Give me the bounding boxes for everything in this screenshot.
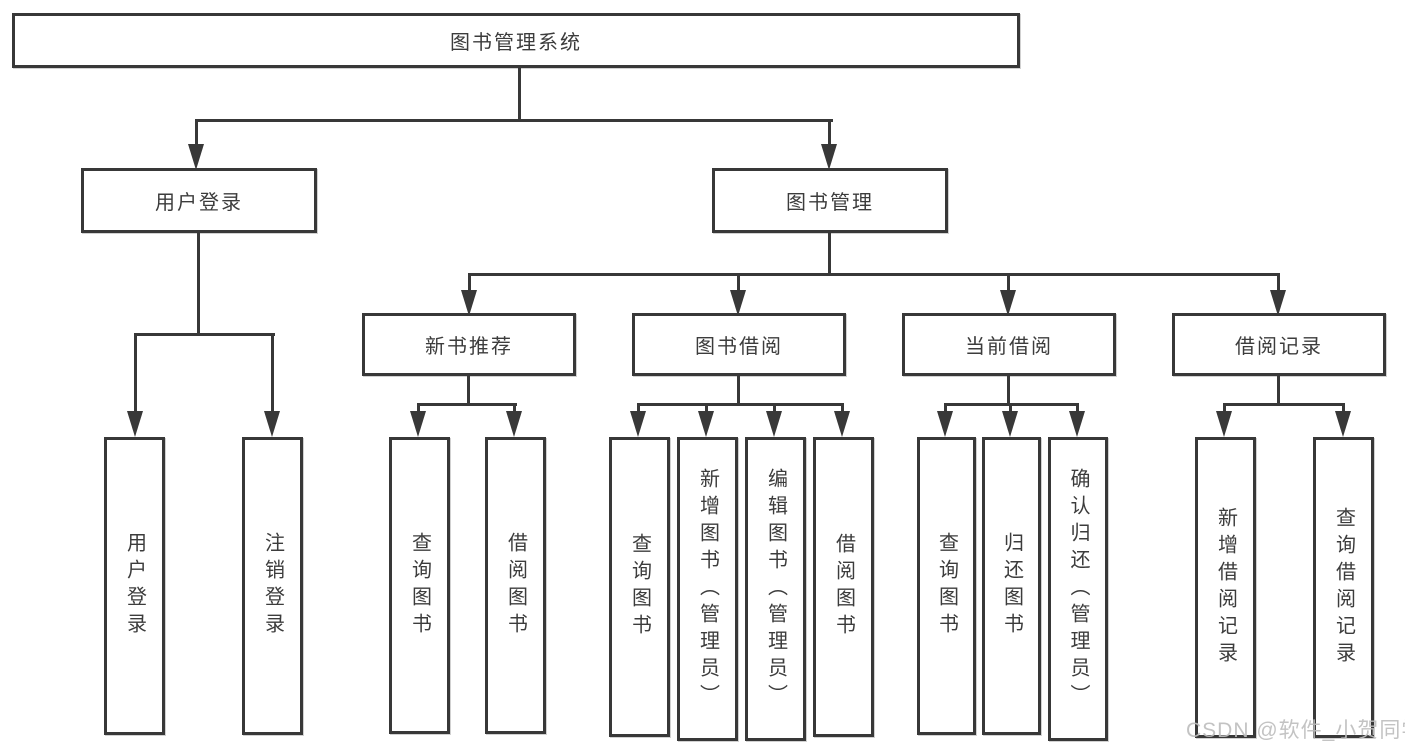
arrow-down-icon	[410, 411, 426, 437]
connector-borrow-stem	[737, 376, 740, 406]
arrow-down-icon	[188, 144, 204, 170]
node-label: 新增图书（管理员）	[696, 467, 719, 711]
node-borrow-records: 借阅记录	[1172, 313, 1386, 376]
connector-drop-login	[134, 333, 137, 411]
connector-drop	[944, 403, 947, 413]
connector-drop-borrow	[737, 273, 740, 291]
connector-drop	[841, 403, 844, 413]
connector-bookmgmt-stem	[828, 233, 831, 275]
connector-drop	[773, 403, 776, 413]
node-return-books: 归还图书	[982, 437, 1041, 735]
csdn-watermark: CSDN @软件_小贺同学	[1186, 719, 1405, 742]
arrow-down-icon	[698, 411, 714, 437]
connector-drop-current	[1007, 273, 1010, 291]
arrow-down-icon	[1335, 411, 1351, 437]
arrow-down-icon	[834, 411, 850, 437]
node-user-login-action: 用户登录	[104, 437, 165, 735]
node-library-management-system: 图书管理系统	[12, 13, 1020, 68]
arrow-down-icon	[1270, 290, 1286, 316]
connector-rec-rail	[417, 403, 517, 406]
connector-drop-book-mgmt	[828, 119, 831, 147]
node-label: 查询借阅记录	[1332, 506, 1355, 669]
node-confirm-return-admin: 确认归还（管理员）	[1048, 437, 1108, 741]
arrow-down-icon	[506, 411, 522, 437]
node-label: 用户登录	[155, 192, 243, 214]
arrow-down-icon	[937, 411, 953, 437]
connector-drop-logout	[271, 333, 274, 411]
connector-record-rail	[1223, 403, 1345, 406]
node-label: 查询图书	[628, 533, 651, 641]
node-rec-query-books: 查询图书	[389, 437, 450, 734]
connector-drop	[637, 403, 640, 413]
arrow-down-icon	[766, 411, 782, 437]
node-label: 借阅图书	[504, 531, 527, 640]
node-book-borrowing: 图书借阅	[632, 313, 846, 376]
arrow-down-icon	[630, 411, 646, 437]
connector-rec-stem	[467, 376, 470, 406]
connector-drop	[1223, 403, 1226, 413]
connector-drop	[1342, 403, 1345, 413]
connector-drop	[1009, 403, 1012, 413]
node-add-books-admin: 新增图书（管理员）	[677, 437, 738, 741]
node-new-book-recommend: 新书推荐	[362, 313, 576, 376]
node-current-query-books: 查询图书	[917, 437, 976, 735]
connector-record-stem	[1277, 376, 1280, 406]
node-book-management: 图书管理	[712, 168, 948, 233]
node-label: 图书管理系统	[450, 32, 582, 54]
connector-current-stem	[1007, 376, 1010, 406]
node-label: 新书推荐	[425, 336, 513, 358]
node-borrow-books: 借阅图书	[813, 437, 874, 737]
arrow-down-icon	[730, 290, 746, 316]
node-edit-books-admin: 编辑图书（管理员）	[745, 437, 806, 741]
node-label: 归还图书	[1000, 532, 1023, 640]
arrow-down-icon	[821, 144, 837, 170]
arrow-down-icon	[127, 411, 143, 437]
node-label: 新增借阅记录	[1214, 506, 1237, 669]
node-label: 当前借阅	[965, 336, 1053, 358]
arrow-down-icon	[1216, 411, 1232, 437]
connector-userlogin-rail	[134, 333, 275, 336]
node-label: 图书管理	[786, 192, 874, 214]
connector-borrow-rail	[637, 403, 844, 406]
connector-drop-record	[1277, 273, 1280, 291]
arrow-down-icon	[1069, 411, 1085, 437]
node-label: 借阅记录	[1235, 336, 1323, 358]
arrow-down-icon	[264, 411, 280, 437]
node-label: 编辑图书（管理员）	[764, 467, 787, 711]
arrow-down-icon	[1002, 411, 1018, 437]
node-label: 图书借阅	[695, 336, 783, 358]
connector-root-rail	[195, 119, 833, 122]
connector-drop-rec	[468, 273, 471, 291]
node-label: 确认归还（管理员）	[1067, 467, 1089, 711]
connector-drop	[1076, 403, 1079, 413]
node-current-borrowing: 当前借阅	[902, 313, 1116, 376]
node-user-login: 用户登录	[81, 168, 317, 233]
node-label: 查询图书	[408, 531, 431, 640]
connector-drop-user-login	[195, 119, 198, 147]
connector-root-stem	[518, 68, 521, 122]
connector-drop	[705, 403, 708, 413]
connector-userlogin-stem	[197, 233, 200, 336]
node-label: 借阅图书	[832, 533, 855, 641]
node-query-borrow-record: 查询借阅记录	[1313, 437, 1374, 738]
node-label: 用户登录	[123, 532, 146, 640]
node-add-borrow-record: 新增借阅记录	[1195, 437, 1256, 738]
node-borrow-query-books: 查询图书	[609, 437, 670, 737]
node-rec-borrow-books: 借阅图书	[485, 437, 546, 734]
arrow-down-icon	[1000, 290, 1016, 316]
node-label: 注销登录	[261, 532, 284, 640]
node-logout-action: 注销登录	[242, 437, 303, 735]
arrow-down-icon	[461, 290, 477, 316]
connector-drop	[417, 403, 420, 413]
connector-drop	[513, 403, 516, 413]
connector-bookmgmt-rail	[468, 273, 1280, 276]
node-label: 查询图书	[935, 532, 958, 640]
